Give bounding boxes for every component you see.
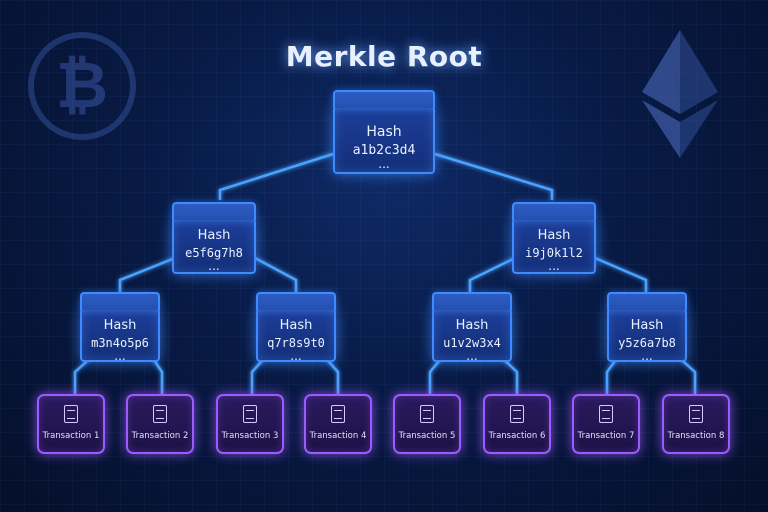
hash-label: Hash [630, 318, 664, 333]
bitcoin-icon: ₿ [28, 32, 136, 140]
hash-ellipsis: ... [290, 349, 302, 363]
document-icon [243, 405, 257, 423]
level2-hash-node: Hash q7r8s9t0 ... [256, 292, 336, 363]
document-icon [599, 405, 613, 423]
level1-hash-node: Hash e5f6g7h8 ... [172, 202, 256, 274]
merkle-root-title: Merkle Root [285, 40, 483, 73]
hash-ellipsis: ... [641, 349, 653, 363]
transaction-node: Transaction 5 [393, 394, 461, 454]
transaction-label: Transaction 3 [221, 431, 279, 441]
hash-value: m3n4o5p6 [91, 336, 149, 350]
document-icon [420, 405, 434, 423]
transaction-node: Transaction 8 [662, 394, 730, 454]
document-icon [331, 405, 345, 423]
transaction-label: Transaction 4 [309, 431, 367, 441]
transaction-node: Transaction 7 [572, 394, 640, 454]
hash-value: u1v2w3x4 [443, 336, 501, 350]
hash-ellipsis: ... [114, 349, 126, 363]
hash-label: Hash [366, 124, 402, 140]
transaction-node: Transaction 1 [37, 394, 105, 454]
hash-value: e5f6g7h8 [185, 246, 243, 260]
hash-value: a1b2c3d4 [352, 143, 416, 158]
ethereum-icon [642, 30, 718, 158]
hash-ellipsis: ... [466, 349, 478, 363]
hash-label: Hash [537, 228, 571, 243]
transaction-label: Transaction 7 [577, 431, 635, 441]
document-icon [64, 405, 78, 423]
hash-label: Hash [103, 318, 137, 333]
transaction-label: Transaction 1 [42, 431, 100, 441]
hash-label: Hash [455, 318, 489, 333]
hash-ellipsis: ... [208, 259, 220, 273]
hash-label: Hash [197, 228, 231, 243]
level2-hash-node: Hash y5z6a7b8 ... [607, 292, 687, 363]
level2-hash-node: Hash u1v2w3x4 ... [432, 292, 512, 363]
hash-ellipsis: ... [548, 259, 560, 273]
hash-value: q7r8s9t0 [267, 336, 325, 350]
document-icon [153, 405, 167, 423]
root-hash-node: Hash a1b2c3d4 ... [333, 90, 435, 174]
transaction-node: Transaction 4 [304, 394, 372, 454]
hash-ellipsis: ... [378, 157, 390, 171]
document-icon [689, 405, 703, 423]
transaction-node: Transaction 2 [126, 394, 194, 454]
level1-hash-node: Hash i9j0k1l2 ... [512, 202, 596, 274]
hash-value: i9j0k1l2 [525, 246, 583, 260]
hash-label: Hash [279, 318, 313, 333]
transaction-node: Transaction 6 [483, 394, 551, 454]
level2-hash-node: Hash m3n4o5p6 ... [80, 292, 160, 363]
transaction-label: Transaction 8 [667, 431, 725, 441]
hash-value: y5z6a7b8 [618, 336, 676, 350]
transaction-label: Transaction 2 [131, 431, 189, 441]
document-icon [510, 405, 524, 423]
transaction-node: Transaction 3 [216, 394, 284, 454]
transaction-label: Transaction 6 [488, 431, 546, 441]
transaction-label: Transaction 5 [398, 431, 456, 441]
